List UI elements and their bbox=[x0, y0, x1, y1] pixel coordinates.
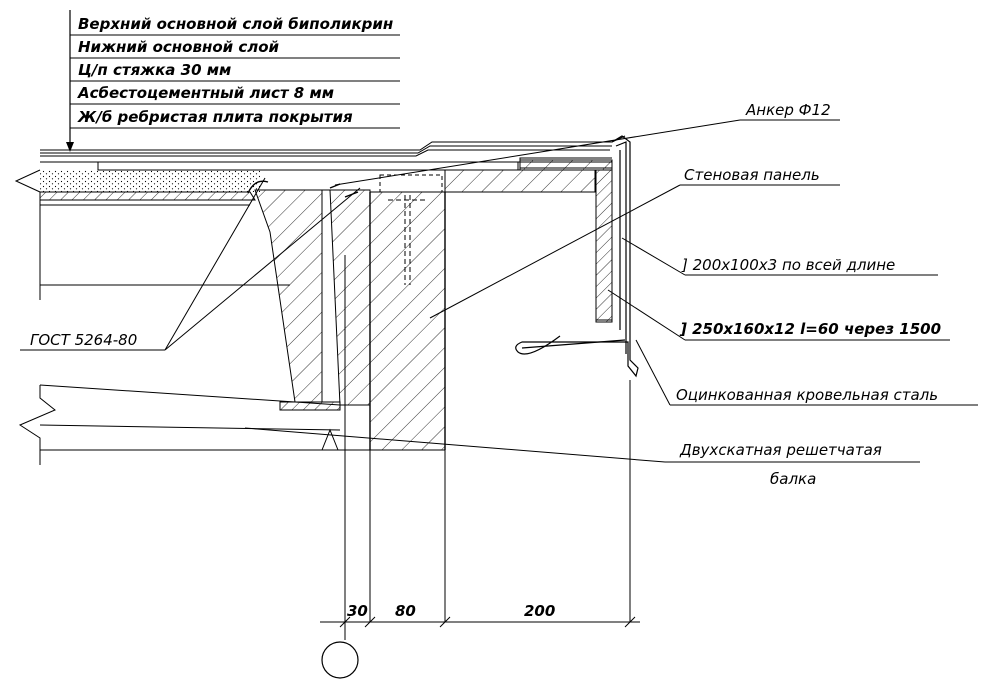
slab-break-left bbox=[14, 169, 41, 193]
channel-label: ] 200х100х3 по всей длине bbox=[681, 256, 895, 274]
wall-panel-label: Стеновая панель bbox=[684, 166, 820, 184]
truss-beam bbox=[18, 255, 631, 640]
anchor-label: Анкер Ф12 bbox=[745, 101, 831, 119]
beam-label-line2: балка bbox=[770, 470, 816, 488]
layer-label-2: Нижний основной слой bbox=[78, 38, 280, 56]
layer-label-1: Верхний основной слой биполикрин bbox=[78, 15, 393, 33]
layer-label-5: Ж/б ребристая плита покрытия bbox=[77, 108, 353, 126]
parapet-block bbox=[444, 159, 613, 323]
gost-label: ГОСТ 5264-80 bbox=[30, 331, 137, 349]
dimension-200: 200 bbox=[524, 602, 555, 620]
steel-angle bbox=[279, 401, 341, 411]
dimension-line bbox=[320, 616, 640, 628]
leader-lines bbox=[20, 119, 978, 463]
layer-label-4: Асбестоцементный лист 8 мм bbox=[77, 84, 334, 102]
layer-legend: Верхний основной слой биполикрин Нижний … bbox=[66, 10, 400, 152]
angle-label: ] 250х160х12 l=60 через 1500 bbox=[679, 320, 941, 338]
beam-label-line1: Двухскатная решетчатая bbox=[679, 441, 882, 459]
slab-dotted-fill bbox=[40, 170, 260, 192]
dimension-80: 80 bbox=[395, 602, 416, 620]
ribbed-slab bbox=[39, 189, 371, 406]
galvanized-flashing bbox=[515, 135, 639, 378]
axis-marker-circle bbox=[321, 641, 359, 679]
galvanized-steel-label: Оцинкованная кровельная сталь bbox=[676, 386, 938, 404]
layer-label-3: Ц/п стяжка 30 мм bbox=[78, 61, 231, 79]
dimension-30: 30 bbox=[347, 602, 368, 620]
wall-panel-section bbox=[369, 174, 446, 451]
